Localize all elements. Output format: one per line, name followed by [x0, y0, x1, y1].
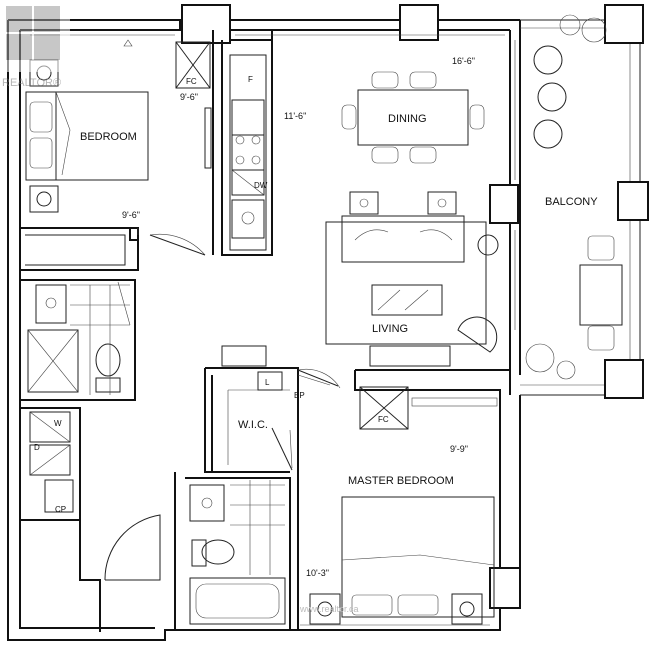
entry-door — [104, 514, 161, 581]
label-linen: L — [265, 378, 270, 387]
balcony-furniture — [525, 14, 623, 380]
room-label-living: LIVING — [372, 323, 408, 335]
label-closet-pantry: CP — [55, 505, 66, 514]
dim-bedroom-side: 9'-6" — [122, 210, 140, 220]
room-label-master-bedroom: MASTER BEDROOM — [348, 475, 454, 487]
laundry — [29, 411, 74, 513]
dim-master-side: 10'-3" — [306, 568, 329, 578]
label-dishwasher: DW — [254, 181, 268, 190]
interior-walls — [20, 30, 510, 632]
structural-columns — [129, 4, 649, 609]
dim-master-top: 9'-9" — [450, 444, 468, 454]
label-dryer: D — [34, 443, 40, 452]
realtor-logo: REALTOR® — [0, 0, 70, 89]
kitchen — [229, 54, 267, 251]
master-ensuite — [189, 480, 286, 625]
watermark: www.realtor.ca — [299, 604, 359, 614]
room-label-bedroom: BEDROOM — [80, 131, 137, 143]
dim-living-dining: 16'-6" — [452, 56, 475, 66]
label-fridge: F — [248, 75, 253, 84]
label-fc-mid: FC — [378, 415, 389, 424]
interior-doors — [271, 368, 341, 471]
exterior-walls — [7, 19, 641, 641]
fan-coil-top — [175, 41, 211, 89]
realtor-logo-text: REALTOR® — [2, 77, 61, 89]
walk-in-closet — [227, 371, 331, 469]
bathroom-1 — [27, 281, 131, 395]
master-bed — [309, 496, 495, 625]
nightstand-2 — [29, 185, 59, 213]
room-label-balcony: BALCONY — [545, 196, 598, 208]
bath1-tiles — [70, 284, 130, 395]
room-label-wic: W.I.C. — [238, 419, 268, 431]
living-furniture — [221, 191, 499, 367]
dim-bedroom-top: 9'-6" — [180, 92, 198, 102]
dim-kitchen: 11'-6" — [284, 111, 306, 121]
dining-table-set — [341, 71, 485, 164]
label-ep: EP — [294, 391, 305, 400]
room-label-dining: DINING — [388, 113, 427, 125]
fan-coil-middle — [359, 386, 498, 430]
label-fc-top: FC — [186, 77, 197, 86]
label-washer: W — [54, 419, 62, 428]
bedroom-room — [25, 39, 212, 256]
